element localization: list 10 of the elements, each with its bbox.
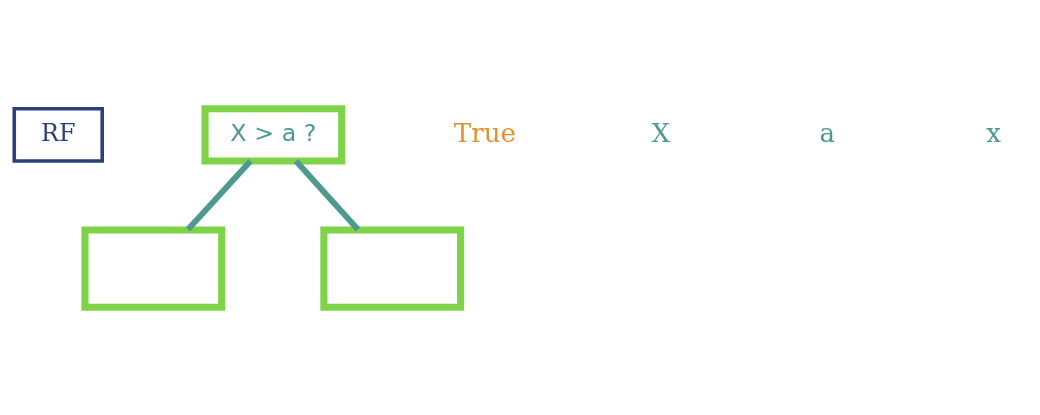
label: a xyxy=(819,117,836,148)
label: True xyxy=(453,117,517,148)
connector xyxy=(293,158,361,232)
node-box: RF xyxy=(12,106,104,163)
label: x xyxy=(986,117,1002,148)
node-box: X > a ? xyxy=(201,104,346,165)
node-box xyxy=(320,225,465,311)
label: X xyxy=(651,117,671,148)
connector xyxy=(185,158,253,232)
node-box xyxy=(81,225,226,311)
